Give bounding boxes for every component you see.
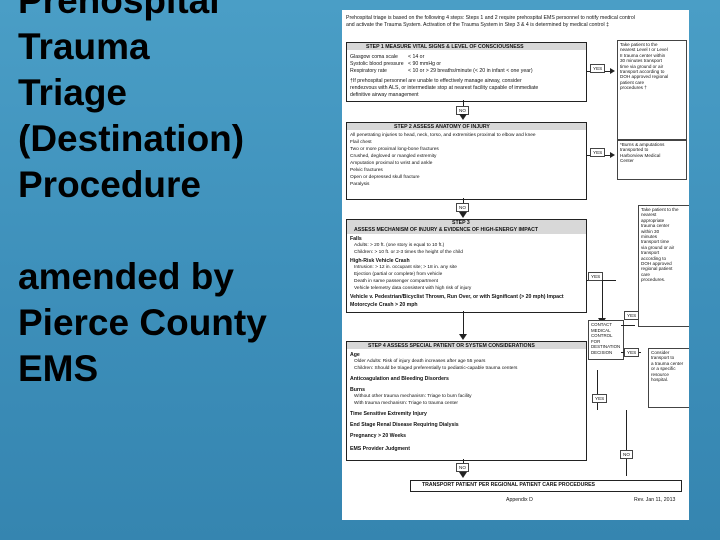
intro-text: and activate the Trauma System. Activati…	[346, 22, 609, 28]
step1-title: STEP 1 MEASURE VITAL SIGNS & LEVEL OF CO…	[366, 44, 524, 50]
step4-yes-label: YES	[592, 394, 608, 404]
step2-no-label: NO	[456, 203, 469, 213]
step3-item: Children: > 10 ft. or 2-3 times the heig…	[354, 250, 463, 255]
step1-row-value: < 14 or	[408, 54, 425, 60]
step1-note: †If prehospital personnel are unable to …	[350, 78, 522, 84]
step3-box	[346, 219, 587, 313]
step2-item: Open or depressed skull fracture	[350, 175, 420, 180]
step4-title: STEP 4 ASSESS SPECIAL PATIENT OR SYSTEM …	[368, 343, 535, 349]
title-line: Trauma	[18, 26, 150, 67]
amended-line: amended by	[18, 256, 234, 297]
step2-box	[346, 122, 587, 200]
step1-row-value: < 10 or > 29 breaths/minute (< 20 in inf…	[408, 68, 533, 74]
step3-item: Ejection (partial or complete) from vehi…	[354, 272, 443, 277]
slide-title: Prehospital Trauma Triage (Destination) …	[18, 0, 318, 392]
step1-row-value: < 90 mmHg or	[408, 61, 442, 67]
step3-item: Adults: > 20 ft. (one story is equal to …	[354, 243, 445, 248]
step3-item: Intrusion: > 12 in. occupant site; > 18 …	[354, 265, 457, 270]
step1-row-label: Glasgow coma scale	[350, 54, 398, 60]
step1-note: definitive airway management	[350, 92, 419, 98]
contact-yes-label: YES	[624, 348, 640, 358]
amended-line: Pierce County	[18, 302, 267, 343]
step1-yes-label: YES	[590, 64, 606, 74]
final-text: TRANSPORT PATIENT PER REGIONAL PATIENT C…	[422, 482, 596, 488]
title-line: Triage	[18, 72, 127, 113]
step4-item: Without other trauma mechanism: Triage t…	[354, 394, 472, 399]
step2-item: Paralysis	[350, 182, 370, 187]
step2-item: Pelvic fractures	[350, 168, 383, 173]
title-line: Prehospital	[18, 0, 220, 21]
step1-row-label: Respiratory rate	[350, 68, 387, 74]
contact-yes-label: YES	[624, 311, 640, 321]
title-line: Procedure	[18, 164, 202, 205]
step4-box	[346, 341, 587, 461]
step4-no-label-left: NO	[456, 463, 469, 473]
step3-outcome-box: Take patient to the nearest appropriate …	[638, 205, 689, 327]
title-line: (Destination)	[18, 118, 245, 159]
step2-item: Crushed, degloved or mangled extremity	[350, 154, 437, 159]
step2-yes-label: YES	[590, 148, 606, 158]
step3-item: Death in same passenger compartment	[354, 279, 438, 284]
appendix-label: Appendix D	[506, 497, 533, 503]
step4-time: Time Sensitive Extremity Injury	[350, 411, 427, 417]
step4-judgment: EMS Provider Judgment	[350, 446, 410, 452]
step3-yes-label: YES	[588, 272, 604, 282]
step3-vehicle: Vehicle v. Pedestrian/Bicyclist Thrown, …	[350, 294, 564, 300]
step4-item: Children: Should be triaged preferential…	[354, 366, 518, 371]
contact-medical-control-box: CONTACT MEDICAL CONTROL FOR DESTINATION …	[588, 320, 624, 360]
step4-preg: Pregnancy > 20 Weeks	[350, 433, 406, 439]
step2-item: Amputation proximal to wrist and ankle	[350, 161, 433, 166]
step4-renal: End Stage Renal Disease Requiring Dialys…	[350, 422, 459, 428]
step3-crash-heading: High-Risk Vehicle Crash	[350, 258, 410, 264]
step4-item: Older Adults: Risk of injury death incre…	[354, 359, 486, 364]
step2-item: All penetrating injuries to head, neck, …	[350, 133, 536, 138]
step1-row-label: Systolic blood pressure	[350, 61, 404, 67]
step3-item: Vehicle telemetry data consistent with h…	[354, 286, 472, 291]
step3-moto: Motorcycle Crash > 20 mph	[350, 302, 418, 308]
step2-item: Two or more proximal long-bone fractures	[350, 147, 439, 152]
revision-date: Rev. Jan 11, 2013	[634, 497, 676, 503]
step4-item: With trauma mechanism: Triage to trauma …	[354, 401, 458, 406]
step4-age-heading: Age	[350, 352, 360, 358]
step2-item: Flail chest	[350, 140, 372, 145]
step1-note: rendezvous with ALS, or intermediate sto…	[350, 85, 539, 91]
step1-box	[346, 42, 587, 102]
step3-falls-heading: Falls	[350, 236, 362, 242]
step4-no-label: NO	[620, 450, 633, 460]
step1-outcome-box: Take patient to the nearest Level I or L…	[617, 40, 687, 140]
triage-flowchart-document: Prehospital triage is based on the follo…	[342, 10, 689, 520]
step3-title: STEP 3	[452, 220, 470, 226]
step2-title: STEP 2 ASSESS ANATOMY OF INJURY	[394, 124, 490, 130]
step3-subtitle: ASSESS MECHANISM OF INJURY & EVIDENCE OF…	[354, 227, 538, 233]
step4-anticoag: Anticoagulation and Bleeding Disorders	[350, 376, 449, 382]
step4-burns-heading: Burns	[350, 387, 365, 393]
step4-outcome-box: Consider transport to a trauma center or…	[648, 348, 689, 408]
step2-outcome-box: *Burns & amputations transported to Harb…	[617, 140, 687, 180]
amended-line: EMS	[18, 348, 99, 389]
intro-text: Prehospital triage is based on the follo…	[346, 15, 635, 21]
final-box	[410, 480, 682, 492]
